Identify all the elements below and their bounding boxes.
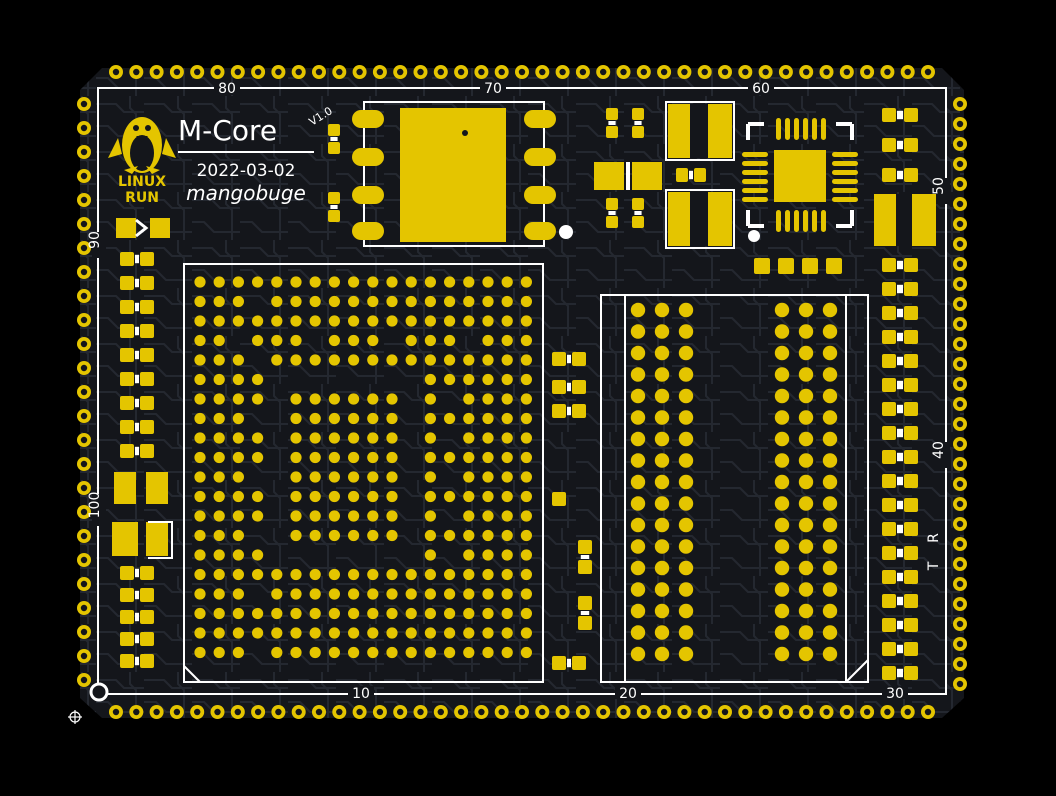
inductor-right: [874, 194, 936, 246]
pin-label-80: 80: [218, 81, 236, 97]
soc-bga-footprint: [183, 263, 544, 683]
castellated-edge-pads: [77, 65, 967, 719]
diode-component: [594, 162, 662, 190]
logo-text-linux: LINUX: [118, 174, 166, 190]
board-author: mangobuge: [186, 181, 306, 205]
qfn-chip: [746, 122, 854, 242]
marker-t: T: [926, 561, 942, 571]
origin-crosshair-icon: [68, 710, 82, 724]
marker-r: R: [926, 533, 942, 543]
inductor-top: [665, 101, 735, 161]
qfn-pins: [742, 118, 858, 232]
logo-text-run: RUN: [125, 190, 159, 206]
board-title: M-Core: [178, 114, 277, 147]
pin-label-60: 60: [752, 81, 770, 97]
tux-penguin-icon: [108, 117, 176, 174]
fiducial-mark: [89, 682, 109, 702]
soc-bga-balls: [194, 276, 533, 659]
inductor-bottom: [665, 189, 735, 249]
pin-labels: 80 70 60 50 40 90 100 10 20 30: [87, 81, 950, 702]
pin-label-90: 90: [87, 231, 103, 249]
pin-label-70: 70: [484, 81, 502, 97]
pin-label-30: 30: [886, 686, 904, 702]
silkscreen-frame: [97, 87, 947, 695]
left-large-caps: [112, 218, 173, 559]
pin-label-100: 100: [87, 492, 103, 519]
pin-label-10: 10: [352, 686, 370, 702]
ddr-footprint: [600, 294, 869, 683]
pin-label-50: 50: [931, 177, 947, 195]
ddr-balls: [630, 302, 838, 662]
board-date: 2022-03-02: [197, 161, 296, 181]
trace-layer: [80, 68, 964, 718]
soic8-chip: [352, 101, 573, 247]
pin-label-20: 20: [619, 686, 637, 702]
passive-components: [120, 108, 918, 680]
pin-label-40: 40: [931, 441, 947, 459]
